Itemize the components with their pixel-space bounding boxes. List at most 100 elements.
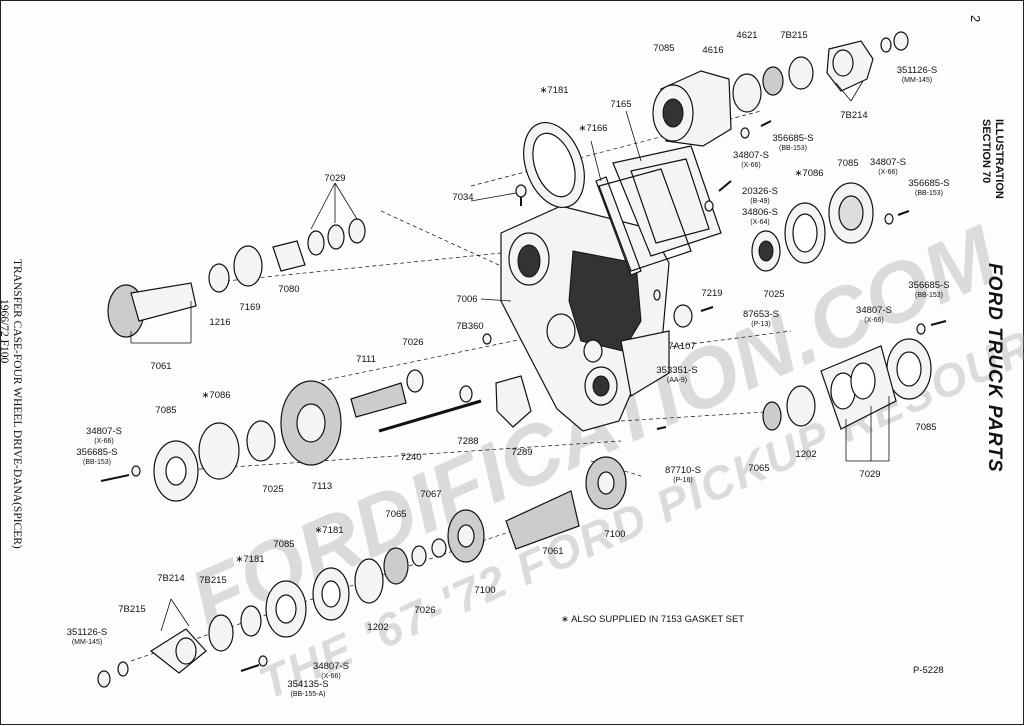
callout-label: 354135-S <box>287 679 328 690</box>
callout-sublabel: (MM-145) <box>72 639 102 646</box>
callout-label: 7B214 <box>157 573 184 584</box>
callout-label: 4621 <box>736 30 757 41</box>
front-output-right <box>673 182 932 431</box>
callout-label: ∗7086 <box>201 390 230 401</box>
callout-label: 1202 <box>795 449 816 460</box>
callout-sublabel: (P-13) <box>751 321 770 328</box>
callout-sublabel: (BB-153) <box>915 190 943 197</box>
callout-label: 34807-S <box>733 150 769 161</box>
callout-label: 7085 <box>155 405 176 416</box>
callout-label: 7A107 <box>668 341 695 352</box>
callout-label: 34807-S <box>856 305 892 316</box>
callout-sublabel: (AA-9) <box>667 377 687 384</box>
callout-label: 34806-S <box>742 207 778 218</box>
callout-label: 7026 <box>414 605 435 616</box>
callout-label: 87710-S <box>665 465 701 476</box>
callout-label: 7B360 <box>456 321 483 332</box>
callout-label: 7085 <box>915 422 936 433</box>
callout-label: 7029 <box>324 173 345 184</box>
callout-sublabel: (BB-153) <box>83 459 111 466</box>
illustration-line1: ILLUSTRATION <box>993 119 1005 199</box>
callout-sublabel: (BB-153) <box>915 292 943 299</box>
side-title-line2: 1966/72 F100 <box>0 299 10 364</box>
callout-sublabel: (X-64) <box>750 219 769 226</box>
rear-output-assembly <box>652 31 909 147</box>
callout-label: ∗7181 <box>235 554 264 565</box>
callout-label: 7065 <box>748 463 769 474</box>
callout-label: 7025 <box>763 289 784 300</box>
illustration-heading: ILLUSTRATION SECTION 70 <box>979 119 1005 199</box>
callout-label: 7085 <box>653 43 674 54</box>
callout-label: 351126-S <box>897 65 938 76</box>
callout-label: 7065 <box>385 509 406 520</box>
gasket-top <box>523 121 585 209</box>
callout-label: 7165 <box>610 99 631 110</box>
callout-label: 7B215 <box>780 30 807 41</box>
callout-label: 7006 <box>456 294 477 305</box>
callout-label: 351126-S <box>67 627 108 638</box>
callout-label: 356685-S <box>908 178 949 189</box>
side-title-line1: TRANSFER CASE-FOUR WHEEL DRIVE-DANA(SPIC… <box>11 259 23 549</box>
callout-sublabel: (X-66) <box>321 673 340 680</box>
callout-label: 7111 <box>356 354 376 365</box>
callout-label: 7067 <box>420 489 441 500</box>
callout-sublabel: (B-49) <box>750 198 769 205</box>
callout-label: ∗7086 <box>794 168 823 179</box>
intermediate-shaft-and-gear <box>100 369 532 502</box>
callout-label: 34807-S <box>870 157 906 168</box>
callout-label: 7085 <box>837 158 858 169</box>
side-title: TRANSFER CASE-FOUR WHEEL DRIVE-DANA(SPIC… <box>0 259 23 549</box>
callout-label: 7B214 <box>840 110 867 121</box>
callout-label: 7100 <box>474 585 495 596</box>
callout-label: 1216 <box>209 317 230 328</box>
callout-label: 7113 <box>312 481 332 492</box>
callout-label: 7B215 <box>118 604 145 615</box>
callout-label: 7219 <box>701 288 722 299</box>
callout-sublabel: (X-66) <box>94 438 113 445</box>
upper-input-shaft <box>107 218 366 338</box>
callout-label: 7B215 <box>199 575 226 586</box>
callout-label: 7080 <box>278 284 299 295</box>
lower-output-shaft <box>97 456 627 688</box>
callout-label: 7026 <box>402 337 423 348</box>
callout-label: ∗7181 <box>539 85 568 96</box>
callout-label: 7061 <box>542 546 563 557</box>
page-number: 2 <box>968 15 983 23</box>
callout-sublabel: (X-66) <box>741 162 760 169</box>
callout-label: 7169 <box>239 302 260 313</box>
illustration-line2: SECTION 70 <box>980 119 992 184</box>
callout-sublabel: (X-66) <box>864 317 883 324</box>
callout-sublabel: (BB-153) <box>779 145 807 152</box>
brand-title: FORD TRUCK PARTS <box>984 263 1005 473</box>
callout-label: 7029 <box>859 469 880 480</box>
callout-label: 7085 <box>273 539 294 550</box>
callout-sublabel: (X-66) <box>878 169 897 176</box>
callout-label: 356685-S <box>908 280 949 291</box>
callout-label: 7100 <box>604 529 625 540</box>
callout-label: 356685-S <box>772 133 813 144</box>
callout-sublabel: (MM-145) <box>902 77 932 84</box>
callout-label: 20326-S <box>742 186 778 197</box>
callout-label: 7025 <box>262 484 283 495</box>
callout-label: ∗7166 <box>578 123 607 134</box>
gasket-set-footnote: ∗ ALSO SUPPLIED IN 7153 GASKET SET <box>561 614 745 625</box>
callout-label: 7288 <box>457 436 478 447</box>
callout-label: 4616 <box>702 45 723 56</box>
callout-label: 34807-S <box>86 426 122 437</box>
callout-label: 7289 <box>511 447 532 458</box>
plate-number: P-5228 <box>913 665 944 676</box>
callout-label: 7240 <box>400 452 421 463</box>
callout-label: 34807-S <box>313 661 349 672</box>
callout-label: ∗7181 <box>314 525 343 536</box>
callout-label: 7061 <box>150 361 171 372</box>
callout-label: 87653-S <box>743 309 779 320</box>
callout-sublabel: (P-16) <box>673 477 692 484</box>
top-cover-and-gasket <box>595 145 722 276</box>
callout-label: 1202 <box>367 622 388 633</box>
callout-label: 356685-S <box>76 447 117 458</box>
leader-lines <box>130 80 890 632</box>
callout-label: 353351-S <box>656 365 697 376</box>
